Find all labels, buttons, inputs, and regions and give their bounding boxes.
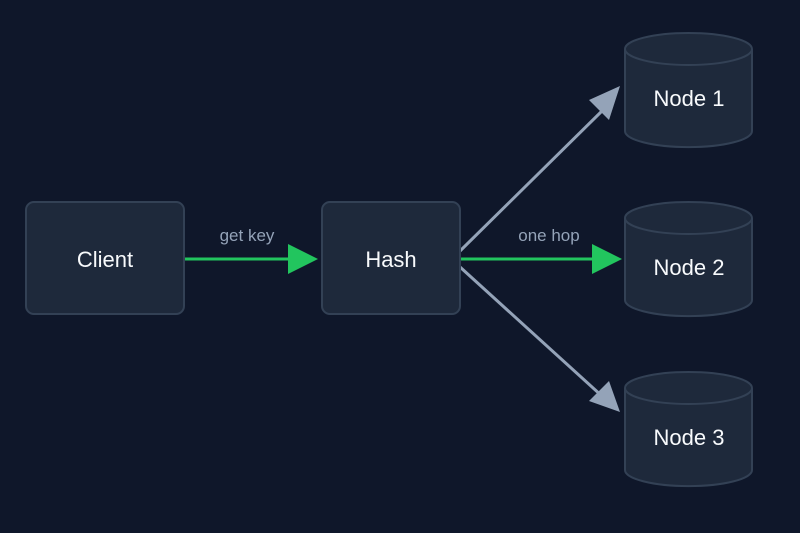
client-label: Client xyxy=(77,247,133,272)
node3-label: Node 3 xyxy=(654,425,725,450)
edge-label-one-hop: one hop xyxy=(518,226,579,245)
client-box: Client xyxy=(25,201,185,315)
node2-database: Node 2 xyxy=(624,201,753,318)
arrowhead-hash-to-node1 xyxy=(589,86,620,120)
node2-label: Node 2 xyxy=(654,255,725,280)
arrowhead-hash-to-node2 xyxy=(592,244,622,274)
hash-label: Hash xyxy=(365,247,416,272)
edge-hash-to-node1 xyxy=(458,108,605,253)
arrowhead-client-to-hash xyxy=(288,244,318,274)
arrowhead-hash-to-node3 xyxy=(589,381,620,412)
hash-box: Hash xyxy=(321,201,461,315)
node1-label: Node 1 xyxy=(654,86,725,111)
node1-database: Node 1 xyxy=(624,32,753,149)
edge-label-get-key: get key xyxy=(220,226,275,245)
edge-hash-to-node3 xyxy=(458,265,605,399)
edges: get key one hop xyxy=(184,86,622,412)
node3-database: Node 3 xyxy=(624,371,753,488)
